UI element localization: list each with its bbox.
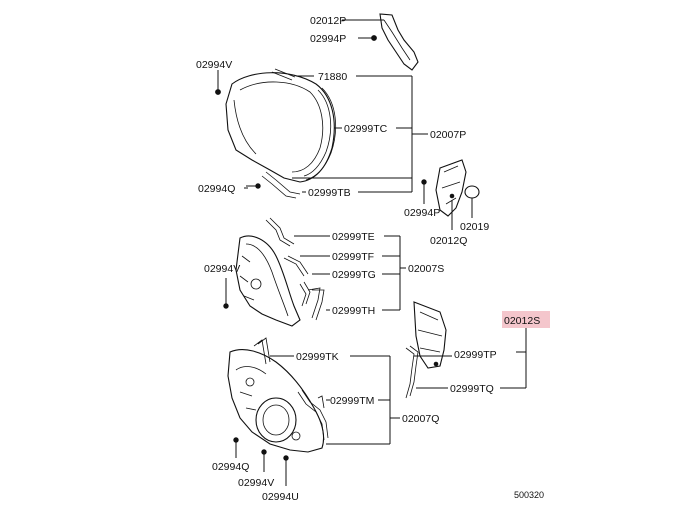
lower-cover-drawing: [227, 337, 329, 453]
bolt-02994V-mid-drawing: [223, 288, 229, 309]
label-02999TH: 02999TH: [332, 305, 375, 317]
bracket-02012Q-drawing: [435, 159, 467, 217]
label-02012S: 02012S: [504, 315, 540, 327]
label-02999TP: 02999TP: [454, 349, 497, 361]
label-02994V-top: 02994V: [196, 59, 232, 71]
leaders-middle: [225, 235, 406, 311]
highlight-02012S: [502, 311, 550, 328]
label-02994P-top: 02994P: [310, 33, 346, 45]
label-02007P: 02007P: [430, 129, 466, 141]
label-02999TB: 02999TB: [308, 187, 351, 199]
labels: 02012P 02994P 71880 02994V 02999TC 02007…: [196, 15, 544, 503]
leaders-right: [414, 328, 527, 389]
middle-cover-drawing: [235, 217, 325, 327]
bolt-02994P-mid-drawing: [421, 179, 427, 204]
gasket-02999TB-drawing: [261, 171, 301, 199]
label-02999TF: 02999TF: [332, 251, 374, 263]
label-02007Q: 02007Q: [402, 413, 439, 425]
leaders-bottom: [270, 355, 400, 445]
label-02012P: 02012P: [310, 15, 346, 27]
label-02999TG: 02999TG: [332, 269, 376, 281]
label-02012Q: 02012Q: [430, 235, 467, 247]
leaders-mid-right: [451, 198, 473, 230]
bolt-02994Q-top-drawing: [246, 183, 261, 189]
label-02994V-bot: 02994V: [238, 477, 274, 489]
label-02019: 02019: [460, 221, 489, 233]
label-71880: 71880: [318, 71, 347, 83]
leaders-top: [217, 19, 428, 193]
plug-02019-drawing: [464, 185, 480, 199]
footer-code: 500320: [514, 490, 544, 500]
label-02999TE: 02999TE: [332, 231, 375, 243]
bolt-02994V-top-drawing: [215, 78, 221, 95]
label-02994P-mid: 02994P: [404, 207, 440, 219]
label-02999TM: 02999TM: [330, 395, 374, 407]
label-02994Q-top: 02994Q: [198, 183, 235, 195]
bracket-02012S-drawing: [405, 301, 447, 399]
label-02994U: 02994U: [262, 491, 299, 503]
label-02994V-mid: 02994V: [204, 263, 240, 275]
upper-cover-drawing: [225, 68, 336, 183]
bracket-02012P-drawing: [379, 13, 419, 71]
label-02999TQ: 02999TQ: [450, 383, 494, 395]
label-02999TC: 02999TC: [344, 123, 388, 135]
label-02007S: 02007S: [408, 263, 444, 275]
label-02999TK: 02999TK: [296, 351, 339, 363]
bolts-bottom-drawing: [233, 437, 289, 486]
label-02994Q-bot: 02994Q: [212, 461, 249, 473]
bolt-02994P-top-drawing: [371, 35, 377, 41]
